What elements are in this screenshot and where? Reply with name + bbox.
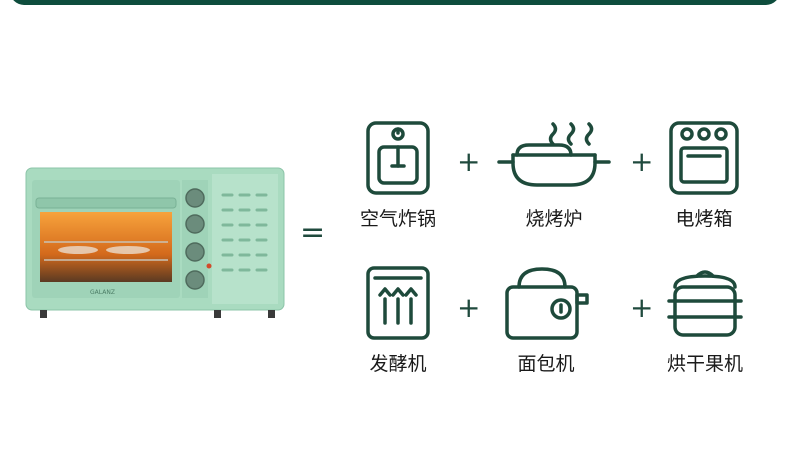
function-air-fryer: 空气炸锅 xyxy=(352,120,444,231)
grill-pan-icon xyxy=(497,122,611,187)
plus-sign: + xyxy=(630,291,654,324)
function-label: 电烤箱 xyxy=(675,208,733,230)
function-electric-oven: 电烤箱 xyxy=(660,120,748,231)
plus-sign: + xyxy=(457,291,481,324)
function-bread-maker: 面包机 xyxy=(500,265,592,376)
plus-sign: + xyxy=(457,145,481,178)
function-label: 面包机 xyxy=(517,353,575,375)
air-fryer-icon xyxy=(366,121,430,195)
function-label: 发酵机 xyxy=(369,353,427,375)
function-label: 空气炸锅 xyxy=(359,208,436,230)
plus-sign: + xyxy=(630,145,654,178)
brand-logo-text: GALANZ xyxy=(90,289,115,296)
function-label: 烧烤炉 xyxy=(525,208,583,230)
function-proofer: 发酵机 xyxy=(354,265,442,376)
toaster-icon xyxy=(505,267,589,340)
electric-oven-icon xyxy=(669,121,739,195)
fruit-dryer-icon xyxy=(667,270,743,337)
function-label: 烘干果机 xyxy=(666,353,743,375)
oven-product-image: GALANZ xyxy=(25,167,285,318)
proofer-icon xyxy=(366,266,430,340)
equals-sign: = xyxy=(300,215,326,250)
top-banner-bar xyxy=(10,0,780,5)
function-grill: 烧烤炉 xyxy=(495,120,613,231)
function-fruit-dryer: 烘干果机 xyxy=(655,265,755,376)
